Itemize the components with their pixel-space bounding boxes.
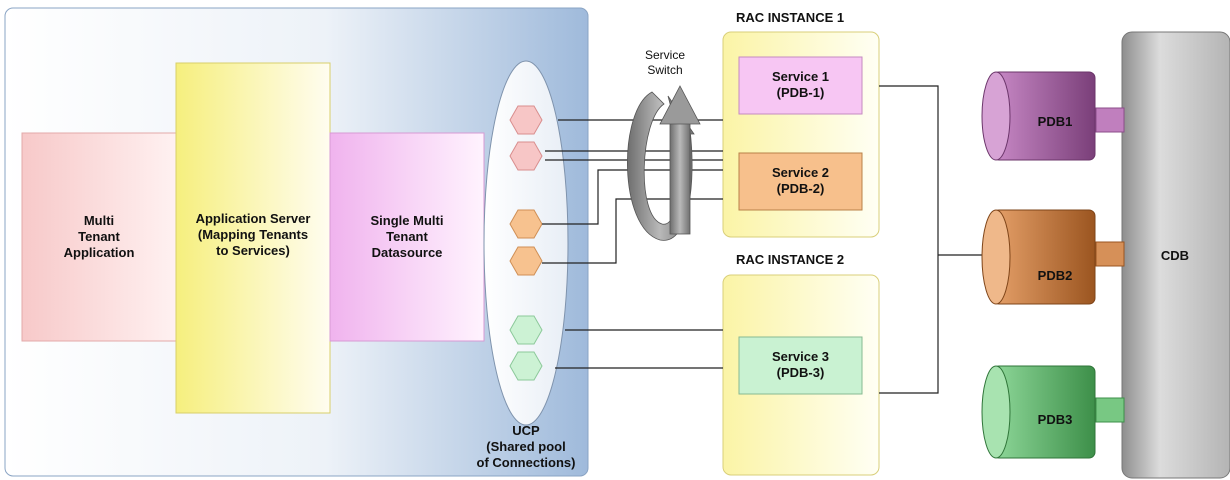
pdb3-cylinder	[981, 365, 1096, 459]
cdb-label: CDB	[1160, 248, 1190, 263]
pdb2-label: PDB2	[1037, 268, 1073, 283]
datasource-box	[329, 132, 485, 342]
multi-tenant-application-box	[21, 132, 177, 342]
service-2-label: Service 2 (PDB-2)	[771, 165, 830, 196]
service-3-label: Service 3 (PDB-3)	[771, 349, 830, 380]
pdb2-connector	[1095, 241, 1125, 267]
ucp-label: UCP (Shared pool of Connections)	[476, 423, 576, 470]
pdb1-cylinder	[981, 71, 1096, 161]
pdb1-label: PDB1	[1037, 114, 1073, 129]
pdb3-label: PDB3	[1037, 412, 1073, 427]
service-3-box	[738, 336, 863, 395]
connection-hexagon	[509, 105, 543, 135]
pdb2-cylinder	[981, 209, 1096, 305]
datasource-label: Single Multi Tenant Datasource	[370, 213, 444, 260]
pdb3-connector	[1095, 397, 1125, 423]
service-2-box	[738, 152, 863, 211]
connection-hexagon	[509, 351, 543, 381]
rac-instance-1-title: RAC INSTANCE 1	[736, 10, 845, 25]
service-switch-arrow	[627, 85, 701, 241]
pdb1-connector	[1095, 107, 1125, 133]
multi-tenant-application-label: Multi Tenant Application	[63, 213, 135, 260]
connection-hexagon	[509, 141, 543, 171]
connection-hexagon	[509, 246, 543, 276]
rac-instance-2-title: RAC INSTANCE 2	[736, 252, 845, 267]
service-1-box	[738, 56, 863, 115]
connection-lines	[542, 85, 990, 394]
ucp-connections	[509, 105, 543, 381]
service-switch-label: Service Switch	[644, 48, 685, 77]
connection-hexagon	[509, 315, 543, 345]
ucp-pool	[483, 60, 569, 426]
service-1-label: Service 1 (PDB-1)	[771, 69, 830, 100]
application-server-box	[175, 62, 331, 414]
application-server-label: Application Server (Mapping Tenants to S…	[195, 211, 311, 258]
